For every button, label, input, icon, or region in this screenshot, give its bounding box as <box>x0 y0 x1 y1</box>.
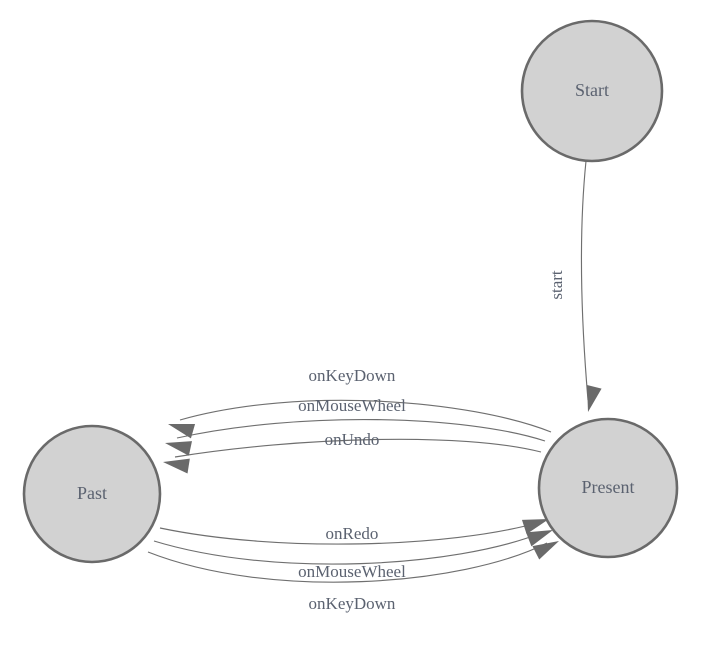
arrow-into-present-onmousewheel <box>526 530 553 547</box>
edge-label-present-to-past-onmousewheel: onMouseWheel <box>298 396 406 415</box>
edge-label-start-to-present: start <box>547 270 566 300</box>
arrow-into-present-onkeydown <box>532 541 559 560</box>
edges-layer <box>147 160 589 583</box>
arrow-into-present-from-start <box>587 384 602 412</box>
edge-label-past-to-present-onredo: onRedo <box>326 524 379 543</box>
node-start-label: Start <box>575 80 609 100</box>
edge-label-past-to-present-onmousewheel: onMouseWheel <box>298 562 406 581</box>
edge-present-to-past-onkeydown <box>179 399 552 433</box>
arrow-into-past-onmousewheel <box>165 441 192 456</box>
edge-present-to-past-onundo <box>174 438 542 458</box>
edge-past-to-present-onredo <box>159 522 538 545</box>
arrow-into-past-onundo <box>163 458 190 474</box>
edge-label-present-to-past-onundo: onUndo <box>325 430 380 449</box>
node-present[interactable]: Present <box>537 417 679 559</box>
node-start-circle[interactable] <box>520 19 664 163</box>
edge-past-to-present-onmousewheel <box>153 532 542 565</box>
node-present-circle[interactable] <box>537 417 679 559</box>
node-past[interactable]: Past <box>22 424 162 564</box>
edge-present-to-past-onmousewheel <box>176 418 546 442</box>
arrow-into-past-onkeydown <box>168 423 196 439</box>
node-past-label: Past <box>77 483 107 503</box>
arrowheads-layer <box>163 384 602 560</box>
arrow-into-present-onredo <box>521 519 549 535</box>
edge-label-present-to-past-onkeydown: onKeyDown <box>309 366 396 385</box>
edge-label-past-to-present-onkeydown: onKeyDown <box>309 594 396 613</box>
edge-past-to-present-onkeydown <box>147 542 548 583</box>
edge-start-to-present <box>580 160 589 401</box>
node-present-label: Present <box>582 477 635 497</box>
node-past-circle[interactable] <box>22 424 162 564</box>
edge-labels-layer: start onKeyDown onMouseWheel onUndo onRedo on… <box>298 270 566 613</box>
node-start[interactable]: Start <box>520 19 664 163</box>
